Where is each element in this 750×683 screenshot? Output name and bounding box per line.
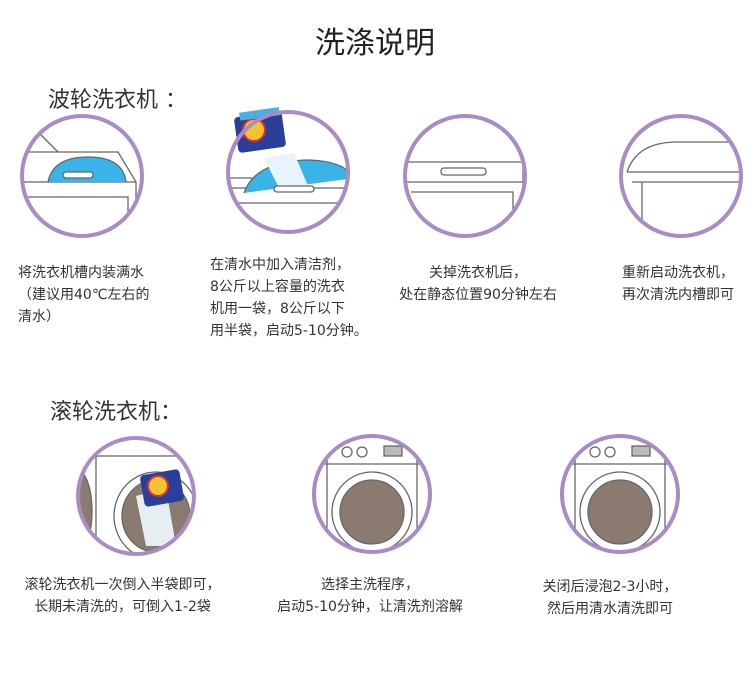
caption-line: 在清水中加入清洁剂，	[210, 257, 350, 273]
front-loader-heading: 滚轮洗衣机：	[50, 400, 183, 425]
front-step3-soak-illustration	[560, 434, 680, 554]
detergent-bag-icon	[140, 469, 184, 507]
step4-restart-illustration	[619, 114, 743, 238]
step4-caption: 重新启动洗衣机， 再次清洗内槽即可	[608, 262, 748, 306]
step1-caption: 将洗衣机槽内装满水 （建议用40℃左右的 清水）	[18, 262, 150, 328]
step1-fill-water-illustration	[20, 114, 144, 238]
caption-line: 选择主洗程序，	[321, 577, 419, 593]
caption-line: 启动5-10分钟，让清洗剂溶解	[277, 599, 463, 615]
front-step2-main-wash-illustration	[312, 434, 432, 554]
caption-line: 再次清洗内槽即可	[622, 287, 734, 303]
page-title: 洗涤说明	[315, 26, 435, 61]
front-step2-caption: 选择主洗程序， 启动5-10分钟，让清洗剂溶解	[250, 574, 490, 618]
step3-soak-illustration	[403, 114, 527, 238]
front-step1-caption: 滚轮洗衣机一次倒入半袋即可， 长期未清洗的，可倒入1-2袋	[0, 574, 245, 618]
step2-caption: 在清水中加入清洁剂， 8公斤以上容量的洗衣 机用一袋，8公斤以下 用半袋，启动5…	[210, 254, 368, 342]
caption-line: （建议用40℃左右的	[18, 287, 150, 303]
caption-line: 处在静态位置90分钟左右	[399, 287, 557, 303]
top-loader-heading: 波轮洗衣机 ：	[48, 88, 187, 113]
step3-caption: 关掉洗衣机后， 处在静态位置90分钟左右	[378, 262, 578, 306]
caption-line: 8公斤以上容量的洗衣	[210, 279, 345, 295]
caption-line: 重新启动洗衣机，	[622, 265, 734, 281]
step2-add-detergent-illustration	[226, 107, 350, 234]
caption-line: 用半袋，启动5-10分钟。	[210, 323, 368, 339]
front-step1-add-detergent-illustration	[76, 436, 196, 556]
caption-line: 滚轮洗衣机一次倒入半袋即可，	[24, 577, 221, 593]
caption-line: 然后用清水清洗即可	[547, 601, 673, 617]
caption-line: 清水）	[18, 309, 60, 325]
caption-line: 关掉洗衣机后，	[429, 265, 527, 281]
caption-line: 机用一袋，8公斤以下	[210, 301, 345, 317]
front-step3-caption: 关闭后浸泡2-3小时， 然后用清水清洗即可	[530, 576, 690, 620]
caption-line: 长期未清洗的，可倒入1-2袋	[34, 599, 211, 615]
caption-line: 关闭后浸泡2-3小时，	[542, 579, 678, 595]
caption-line: 将洗衣机槽内装满水	[18, 265, 144, 281]
